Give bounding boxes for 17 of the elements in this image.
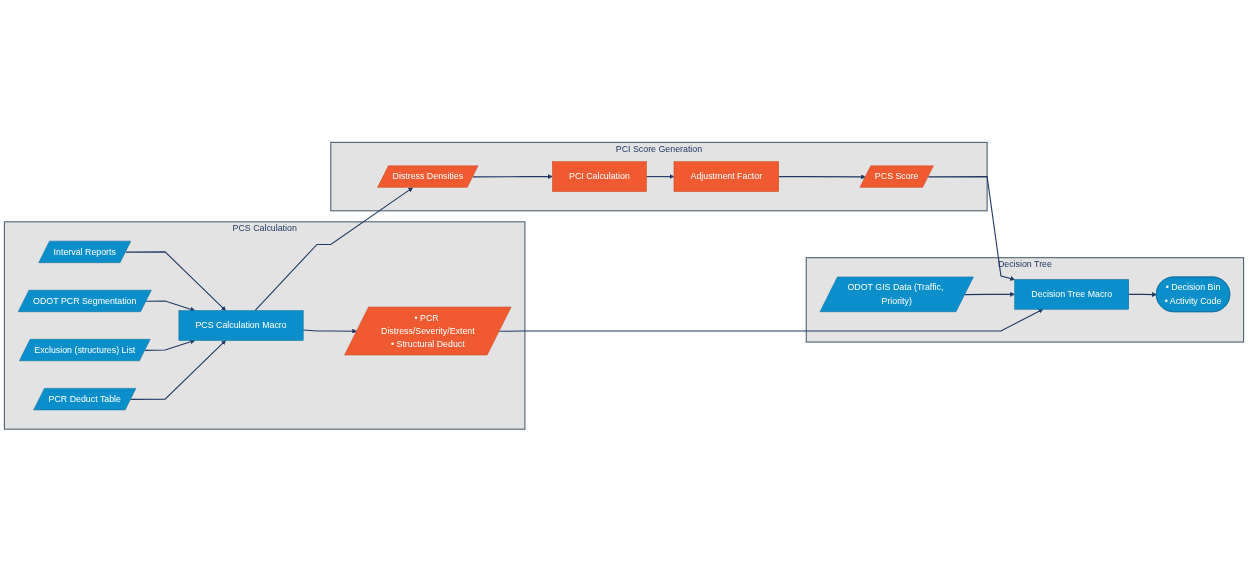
arrow <box>144 339 196 351</box>
node-box: Adjustment Factor <box>673 161 779 192</box>
arrow <box>145 300 196 312</box>
node-box: PCS Calculation Macro <box>178 310 304 341</box>
arrow <box>302 328 358 334</box>
arrow <box>964 291 1015 297</box>
arrow <box>125 251 226 311</box>
arrow <box>645 173 675 179</box>
arrow <box>130 339 226 400</box>
arrow <box>498 308 1044 332</box>
arrow <box>472 173 553 179</box>
arrow <box>927 175 1015 281</box>
arrow <box>254 187 413 311</box>
arrow <box>1128 291 1157 297</box>
node-box: PCI Calculation <box>552 161 647 192</box>
node-box: Decision Tree Macro <box>1014 278 1129 310</box>
arrow <box>778 174 866 179</box>
